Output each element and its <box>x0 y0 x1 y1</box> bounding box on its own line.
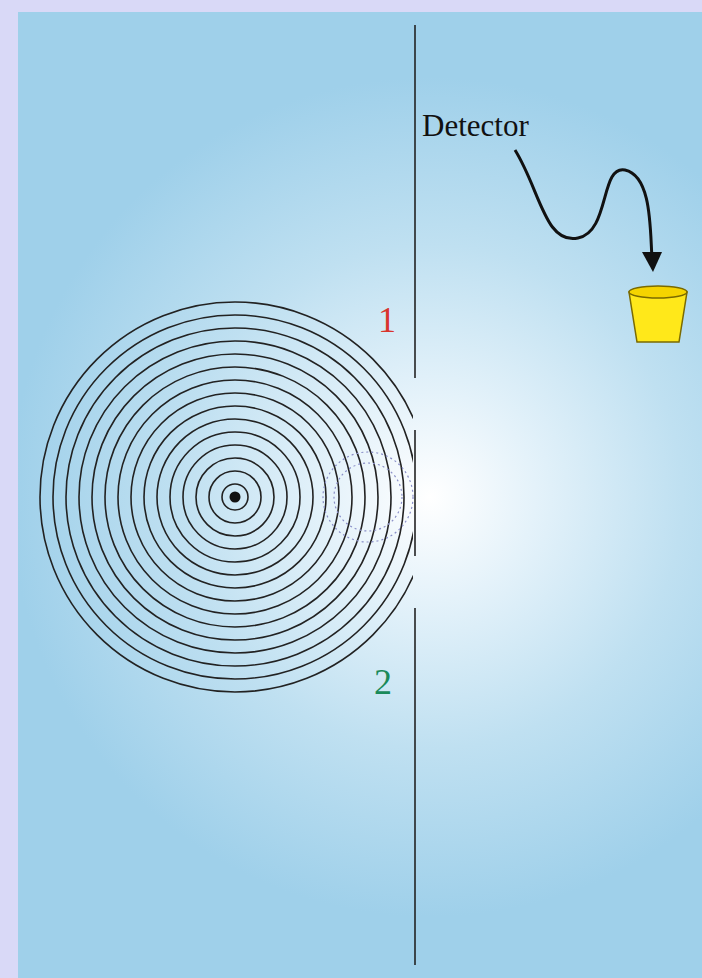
wavefront-circle <box>157 419 313 575</box>
wavefront-circle <box>53 315 413 679</box>
wavefront-circle <box>209 471 261 523</box>
wavefront-circle <box>222 484 248 510</box>
wavefronts <box>40 302 413 692</box>
wavefront-circle <box>170 432 300 562</box>
dotted-circle <box>323 452 413 542</box>
arrow-head <box>642 252 662 272</box>
dotted-circle <box>334 463 402 531</box>
wavefront-circle <box>105 367 365 627</box>
wavefront-circle <box>66 328 404 666</box>
source-dot <box>230 492 241 503</box>
wavefront-circle <box>131 393 339 601</box>
slit-number: 1 <box>378 302 396 338</box>
pointer-arrow <box>515 150 652 258</box>
detector-label: Detector <box>422 110 529 141</box>
wavefront-circle <box>118 380 352 614</box>
wavefront-circle <box>196 458 274 536</box>
slit-number: 2 <box>374 664 392 700</box>
wavefront-circle <box>79 341 391 653</box>
wavefront-circle <box>144 406 326 588</box>
wavefront-circle <box>183 445 287 549</box>
detector-cup <box>629 286 687 342</box>
wavefront-circle <box>40 302 413 692</box>
slit-wall <box>414 25 416 965</box>
wavefront-circle <box>92 354 378 640</box>
background-panel <box>18 12 702 978</box>
